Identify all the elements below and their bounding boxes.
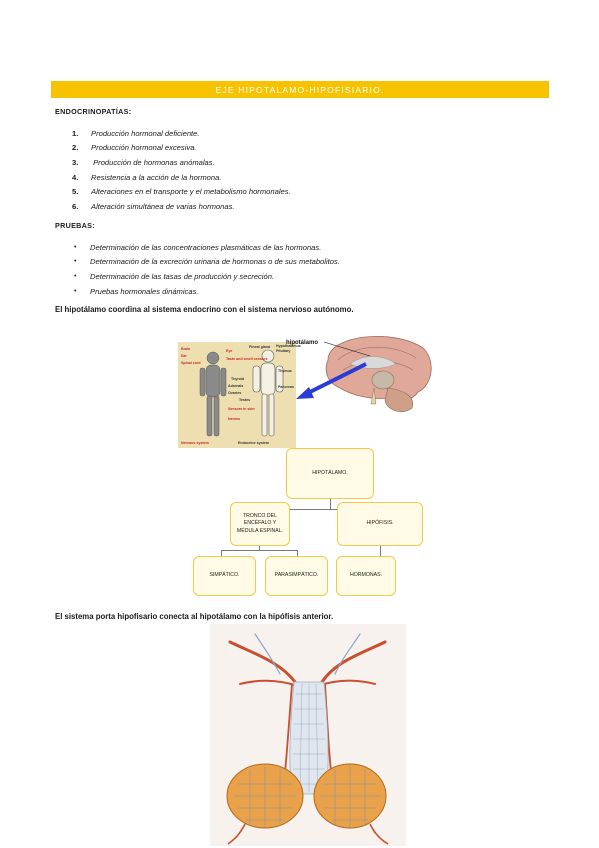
connector xyxy=(221,550,222,560)
body-diagram-background xyxy=(178,342,296,448)
bullet-icon: • xyxy=(74,287,77,295)
hipotalamo-pointer xyxy=(323,341,371,357)
label-pineal: Pineal gland xyxy=(249,345,270,349)
label-thyroid: Thyroid xyxy=(231,377,244,381)
nervous-body-icon xyxy=(199,351,227,437)
label-thymus: Thymus xyxy=(278,369,292,373)
pruebas-list: • Determinación de las concentraciones pl… xyxy=(74,240,340,298)
node-label: HIPOTÁLAMO. xyxy=(312,469,348,476)
item-text: Alteración simultánea de varias hormonas… xyxy=(91,201,235,211)
node-label: HIPÓFISIS. xyxy=(366,520,394,527)
label-nerves: Nerves xyxy=(228,417,240,421)
list-item: • Determinación de la excreción urinaria … xyxy=(74,255,340,270)
list-item: 4. Resistencia a la acción de la hormona. xyxy=(72,170,291,185)
item-text: Alteraciones en el transporte y el metab… xyxy=(91,187,291,197)
item-text: Producción de hormonas anómalas. xyxy=(91,157,215,167)
bullet-icon: • xyxy=(74,243,77,251)
node-tronco-encefalo: TRONCO DEL ENCÉFALO Y MÉDULA ESPINAL. xyxy=(230,502,290,546)
node-hormonas: HORMONAS. xyxy=(336,556,396,596)
label-pancreas: Pancreas xyxy=(278,385,294,389)
item-text: Resistencia a la acción de la hormona. xyxy=(91,172,222,182)
item-number: 2. xyxy=(72,143,79,153)
arrow-icon xyxy=(296,362,367,399)
statement-sistema-porta: El sistema porta hipofisario conecta al … xyxy=(55,612,334,621)
item-number: 4. xyxy=(72,172,79,182)
label-endocrine-system: Endocrine system xyxy=(238,441,269,445)
node-label: HORMONAS. xyxy=(350,572,382,579)
label-taste: Taste and smell sensors xyxy=(226,357,267,361)
node-label: SIMPÁTICO. xyxy=(209,572,240,579)
list-item: 1. Producción hormonal deficiente. xyxy=(72,126,291,141)
item-text: Producción hormonal deficiente. xyxy=(91,128,200,138)
node-simpatico: SIMPÁTICO. xyxy=(193,556,256,596)
item-number: 6. xyxy=(72,201,79,211)
item-number: 3. xyxy=(72,157,79,167)
connector xyxy=(380,542,381,560)
list-item: 5. Alteraciones en el transporte y el met… xyxy=(72,184,291,199)
label-hypothalamus-en: Hypothalamus xyxy=(276,344,301,348)
item-number: 5. xyxy=(72,187,79,197)
label-ovaries: Ovaries xyxy=(228,391,241,395)
connector xyxy=(221,550,297,551)
section-banner: EJE HIPOTALAMO-HIPOFISIARIO. xyxy=(51,81,549,98)
connector xyxy=(259,542,260,550)
label-spinal-cord: Spinal cord xyxy=(181,361,201,365)
label-nervous-system: Nervous system xyxy=(181,441,209,445)
node-hipofisis: HIPÓFISIS. xyxy=(337,502,423,546)
connector xyxy=(297,550,298,560)
list-item: 6. Alteración simultánea de varias hormon… xyxy=(72,199,291,214)
item-text: Determinación de las concentraciones pla… xyxy=(90,242,322,252)
label-brain: Brain xyxy=(181,347,190,351)
statement-hipotalamo: El hipotálamo coordina al sistema endocr… xyxy=(55,305,354,314)
lobe-mesh-icon xyxy=(234,766,380,828)
label-testes: Testes xyxy=(239,398,250,402)
item-text: Pruebas hormonales dinámicas. xyxy=(90,286,199,296)
label-hipotalamo: hipotálamo xyxy=(286,340,318,346)
label-ear: Ear xyxy=(181,354,187,358)
label-pituitary: Pituitary xyxy=(276,349,290,353)
node-label: PARASIMPÁTICO. xyxy=(274,572,319,579)
list-item: • Determinación de las tasas de producció… xyxy=(74,269,340,284)
pruebas-heading: PRUEBAS: xyxy=(55,221,95,230)
list-item: 3. Producción de hormonas anómalas. xyxy=(72,155,291,170)
efferent-vessels-icon xyxy=(227,823,389,845)
endocrinopatias-heading: ENDOCRINOPATÍAS: xyxy=(55,107,132,116)
banner-title: EJE HIPOTALAMO-HIPOFISIARIO. xyxy=(215,84,385,95)
connector xyxy=(330,499,331,509)
endocrine-nervous-figure: Brain Ear Spinal cord Eye Taste and smel… xyxy=(178,336,432,448)
label-skin: Sensors in skin xyxy=(228,407,255,411)
bullet-icon: • xyxy=(74,258,77,266)
endocrine-body-icon xyxy=(252,349,284,437)
bullet-icon: • xyxy=(74,272,77,280)
node-hipotalamo: HIPOTÁLAMO. xyxy=(286,448,374,499)
connector xyxy=(259,509,380,510)
node-label: TRONCO DEL ENCÉFALO Y MÉDULA ESPINAL. xyxy=(236,513,284,534)
list-item: • Pruebas hormonales dinámicas. xyxy=(74,284,340,299)
item-text: Determinación de la excreción urinaria d… xyxy=(90,257,340,267)
portal-system-figure xyxy=(210,624,406,846)
node-parasimpatico: PARASIMPÁTICO. xyxy=(265,556,328,596)
list-item: • Determinación de las concentraciones pl… xyxy=(74,240,340,255)
endocrinopatias-list: 1. Producción hormonal deficiente. 2. Prod… xyxy=(72,126,291,214)
item-text: Determinación de las tasas de producción… xyxy=(90,271,275,281)
item-number: 1. xyxy=(72,128,79,138)
label-adrenals: Adrenals xyxy=(228,384,243,388)
label-eye: Eye xyxy=(226,349,232,353)
capillary-mesh-icon xyxy=(293,683,325,793)
item-text: Producción hormonal excesiva. xyxy=(91,143,197,153)
list-item: 2. Producción hormonal excesiva. xyxy=(72,141,291,156)
